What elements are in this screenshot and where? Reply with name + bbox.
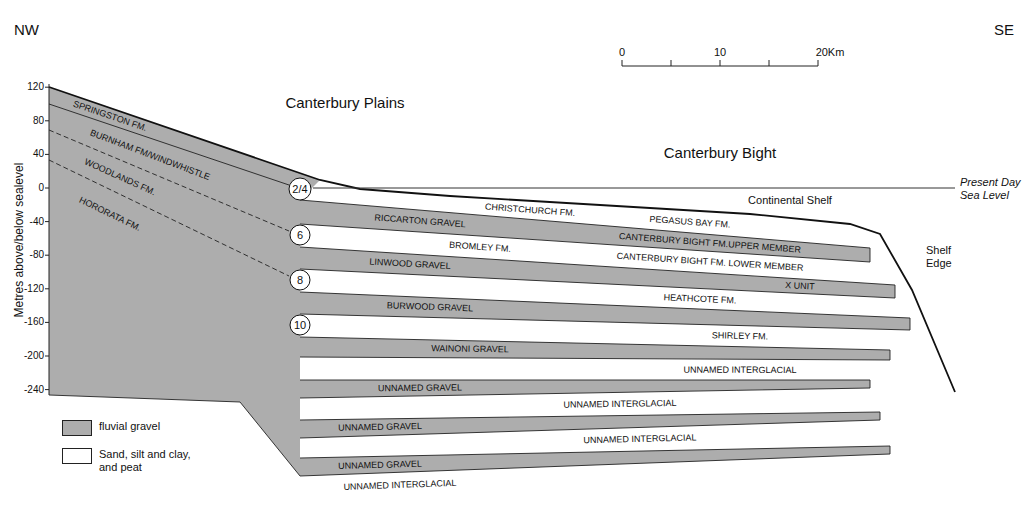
axis-title: Metres above/below sealevel — [13, 163, 27, 318]
gravel-band — [300, 247, 895, 298]
axis-tick-label: -200 — [24, 350, 44, 362]
legend-text: fluvial gravel — [99, 420, 194, 433]
axis-tick — [45, 154, 49, 155]
region-label: Canterbury Plains — [285, 94, 404, 111]
band-boundary — [300, 292, 910, 330]
scale-label: 20Km — [816, 46, 845, 59]
axis-tick-label: 0 — [38, 182, 44, 194]
axis-tick-label: 40 — [33, 149, 44, 161]
direction-label: SE — [994, 21, 1014, 38]
axis-tick — [45, 120, 49, 121]
strata-label: HORORATA FM. — [78, 195, 143, 234]
formation-boundary — [49, 130, 289, 231]
strata-label: CANTERBURY BIGHT FM.UPPER MEMBER — [619, 231, 802, 255]
strata-label: UNNAMED GRAVEL — [338, 421, 422, 433]
band-boundary — [300, 247, 895, 298]
region-label: Continental Shelf — [748, 194, 832, 207]
axis-tick-label: -160 — [24, 317, 44, 329]
gravel-band — [300, 337, 890, 360]
gravel-band — [300, 380, 870, 398]
scale-tick — [720, 60, 721, 66]
formation-boundary — [49, 160, 289, 276]
band-boundary — [300, 380, 870, 398]
circle-shape — [290, 225, 310, 245]
strata-label: UNNAMED GRAVEL — [338, 458, 422, 471]
circle-shape — [290, 270, 310, 290]
scale-tick — [769, 60, 770, 66]
sea-level-line — [313, 188, 955, 189]
strata-label: UNNAMED INTERGLACIAL — [583, 433, 696, 446]
callout-number: 8 — [297, 275, 303, 286]
strata-label: CHRISTCHURCH FM. — [484, 202, 575, 219]
strata-label: LINWOOD GRAVEL — [369, 257, 451, 272]
strata-label: BURWOOD GRAVEL — [387, 301, 473, 314]
axis-tick — [45, 221, 49, 222]
axis-tick-label: 120 — [27, 81, 44, 93]
axis-tick — [45, 322, 49, 323]
legend-text: Sand, silt and clay, and peat — [99, 448, 194, 474]
strata-label: RICCARTON GRAVEL — [374, 212, 466, 229]
gravel-block — [49, 87, 320, 476]
legend-swatch — [62, 448, 92, 464]
axis-tick-label: -240 — [24, 384, 44, 396]
stage-circle: 6 — [289, 224, 311, 246]
circle-shape — [289, 178, 311, 200]
stage-circle: 8 — [289, 269, 311, 291]
block-base — [49, 395, 300, 476]
strata-label: CANTERBURY BIGHT FM. LOWER MEMBER — [616, 251, 803, 273]
sea-level-label: Present Day Sea Level — [960, 176, 1026, 201]
formation-boundary — [49, 104, 289, 185]
strata-label: BROMLEY FM. — [449, 240, 511, 254]
axis-tick — [45, 288, 49, 289]
axis-tick-label: -120 — [24, 283, 44, 295]
strata-label: UNNAMED INTERGLACIAL — [683, 364, 796, 375]
legend-row: fluvial gravel — [62, 420, 194, 436]
strata-label: WOODLANDS FM. — [83, 157, 157, 198]
legend-swatch — [62, 420, 92, 436]
callout-number: 6 — [297, 230, 303, 241]
scale-label: 10 — [714, 46, 726, 59]
strata-label: X UNIT — [785, 280, 815, 292]
strata-label: UNNAMED INTERGLACIAL — [563, 398, 676, 410]
band-boundary — [300, 446, 890, 476]
axis-tick — [45, 356, 49, 357]
gravel-band — [300, 446, 890, 476]
strata-label: SHIRLEY FM. — [712, 330, 769, 342]
legend-row: Sand, silt and clay, and peat — [62, 448, 194, 474]
axis-tick-label: -40 — [30, 216, 44, 228]
ground-surface — [49, 87, 955, 392]
axis-tick — [45, 255, 49, 256]
scale-label: 0 — [619, 46, 625, 59]
band-boundary — [300, 337, 890, 360]
direction-label: NW — [14, 21, 39, 38]
gravel-band — [300, 292, 910, 330]
strata-label: WAINONI GRAVEL — [431, 344, 509, 355]
scale-tick — [818, 60, 819, 66]
strata-label: UNNAMED GRAVEL — [378, 382, 462, 393]
axis-tick-label: 80 — [33, 115, 44, 127]
strata-label: PEGASUS BAY FM. — [649, 214, 731, 230]
circle-shape — [290, 315, 310, 335]
stage-circle: 10 — [289, 314, 311, 336]
region-label: Canterbury Bight — [664, 144, 777, 161]
region-label: Shelf Edge — [926, 244, 966, 269]
strata-label: SPRINGSTON FM. — [72, 99, 149, 134]
axis-tick — [45, 389, 49, 390]
axis-tick — [45, 188, 49, 189]
axis-tick — [45, 87, 49, 88]
strata-label: HEATHCOTE FM. — [663, 292, 736, 306]
stage-circle: 2/4 — [288, 177, 312, 201]
scale-tick — [622, 60, 623, 66]
scale-tick — [671, 60, 672, 66]
callout-number: 2/4 — [292, 184, 307, 195]
callout-number: 10 — [294, 320, 306, 331]
strata-label: UNNAMED INTERGLACIAL — [343, 478, 456, 493]
y-axis — [49, 84, 50, 395]
axis-tick-label: -80 — [30, 249, 44, 261]
